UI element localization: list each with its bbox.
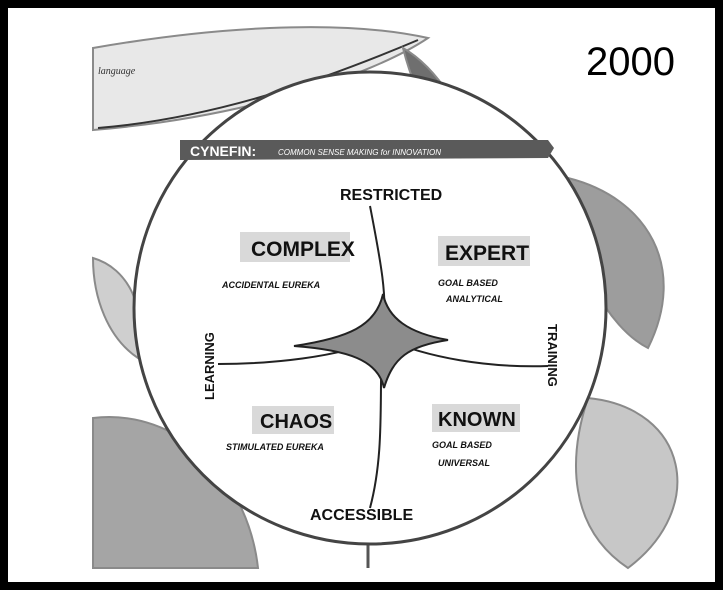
corner-text: language <box>98 66 136 77</box>
slide: CYNEFIN: COMMON SENSE MAKING for INNOVAT… <box>8 8 715 582</box>
expert-line-2: ANALYTICAL <box>445 294 503 304</box>
quadrant-title-known: KNOWN <box>438 409 516 431</box>
complex-box <box>240 232 350 262</box>
known-line-1: GOAL BASED <box>432 440 492 450</box>
known-box <box>432 404 520 432</box>
leaf-bottom-right <box>575 396 679 570</box>
axis-label-top: RESTRICTED <box>340 187 442 204</box>
known-line-2: UNIVERSAL <box>438 458 490 468</box>
complex-subtitle: ACCIDENTAL EUREKA <box>221 280 320 290</box>
expert-box <box>438 236 530 266</box>
year-label: 2000 <box>586 40 675 84</box>
banner-subtitle: COMMON SENSE MAKING for INNOVATION <box>278 148 441 157</box>
quadrant-title-complex: COMPLEX <box>251 238 355 261</box>
banner-shape <box>180 140 554 160</box>
axis-label-right: TRAINING <box>545 324 560 387</box>
chaos-box <box>252 406 334 434</box>
quadrant-title-expert: EXPERT <box>445 242 529 265</box>
quadrant-title-chaos: CHAOS <box>260 411 332 433</box>
title-banner: CYNEFIN: COMMON SENSE MAKING for INNOVAT… <box>180 140 554 160</box>
axis-label-left: LEARNING <box>202 332 217 400</box>
cynefin-artwork: CYNEFIN: COMMON SENSE MAKING for INNOVAT… <box>91 26 679 570</box>
banner-title: CYNEFIN: <box>190 143 256 159</box>
expert-line-1: GOAL BASED <box>438 278 498 288</box>
center-fill <box>293 293 449 389</box>
background-leaves <box>91 26 679 570</box>
chaos-subtitle: STIMULATED EUREKA <box>226 442 324 452</box>
axis-label-bottom: ACCESSIBLE <box>310 507 413 524</box>
leaf-top-left <box>92 26 431 132</box>
